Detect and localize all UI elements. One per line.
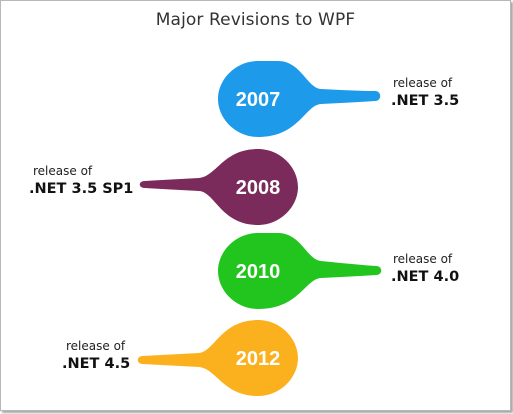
milestone-2012-droplet <box>137 320 298 396</box>
milestone-2010-caption-line2: .NET 4.0 <box>391 269 459 285</box>
milestone-2012-caption-line2: .NET 4.5 <box>62 356 130 372</box>
milestone-2007: 2007 release of .NET 3.5 <box>218 61 459 137</box>
milestone-2012-year: 2012 <box>236 348 281 370</box>
milestone-2008-droplet <box>139 149 298 225</box>
milestone-2010: 2010 release of .NET 4.0 <box>218 233 459 309</box>
diagram-title: Major Revisions to WPF <box>155 10 356 30</box>
milestone-2012: 2012 release of .NET 4.5 <box>62 320 298 396</box>
milestone-2010-droplet <box>218 233 382 309</box>
milestone-2010-year: 2010 <box>236 261 281 283</box>
milestone-2008-year: 2008 <box>236 177 281 199</box>
milestone-2007-caption-line2: .NET 3.5 <box>391 93 459 109</box>
milestone-2007-caption-line1: release of <box>393 76 453 90</box>
milestone-2010-caption-line1: release of <box>393 252 453 266</box>
milestone-2007-droplet <box>218 61 381 137</box>
milestone-2007-year: 2007 <box>236 89 281 111</box>
milestone-2012-caption-line1: release of <box>66 339 126 353</box>
milestone-2008-caption-line1: release of <box>33 164 93 178</box>
milestone-2008: 2008 release of .NET 3.5 SP1 <box>29 149 298 225</box>
milestone-2008-caption-line2: .NET 3.5 SP1 <box>29 181 133 197</box>
